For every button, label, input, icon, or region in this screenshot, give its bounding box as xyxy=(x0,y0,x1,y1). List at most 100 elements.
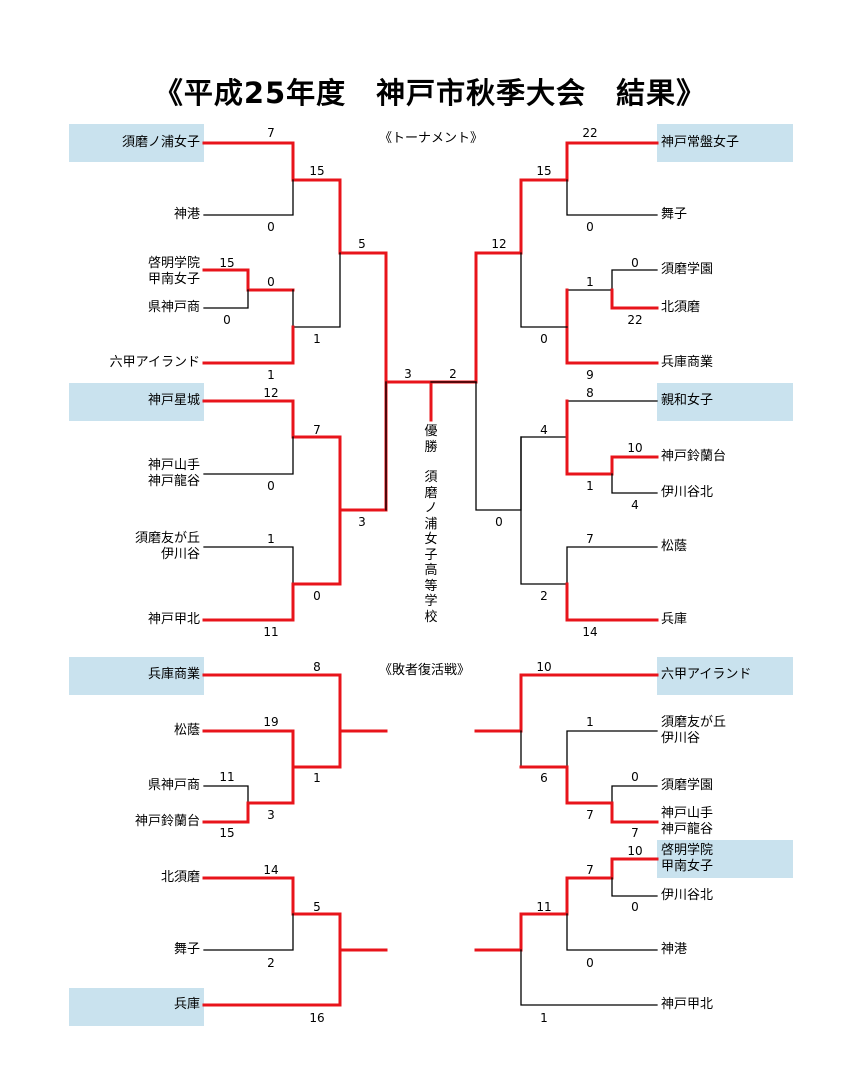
team-label: 神戸鈴蘭台 xyxy=(134,814,200,829)
team-label: 須磨学園 xyxy=(661,778,714,793)
highlight-box xyxy=(69,657,204,695)
score-label: 2 xyxy=(267,956,275,970)
bracket-line xyxy=(566,913,658,951)
bracket-line xyxy=(474,857,659,952)
score-label: 22 xyxy=(582,126,598,140)
team-label: 北須磨 xyxy=(661,300,701,315)
champion-team: 須 xyxy=(424,470,438,485)
score-label: 15 xyxy=(219,256,235,270)
team-label: 神戸山手神戸龍谷 xyxy=(147,458,200,489)
team-label: 県神戸商 xyxy=(147,300,200,315)
tournament-heading: 《トーナメント》 xyxy=(379,131,484,146)
score-label: 0 xyxy=(540,332,548,346)
bracket-line xyxy=(203,289,249,309)
bracket-line xyxy=(203,546,294,585)
score-label: 3 xyxy=(267,808,275,822)
score-label: 7 xyxy=(313,423,321,437)
consolation-heading: 《敗者復活戦》 xyxy=(379,663,471,678)
highlight-box xyxy=(657,657,793,695)
score-label: 0 xyxy=(631,770,639,784)
score-label: 7 xyxy=(631,826,639,840)
score-label: 0 xyxy=(267,220,275,234)
team-label: 六甲アイランド xyxy=(661,667,752,682)
bracket-line xyxy=(565,801,659,824)
score-label: 1 xyxy=(267,532,275,546)
score-label: 15 xyxy=(536,164,552,178)
page-title: 《平成25年度 神戸市秋季大会 結果》 xyxy=(153,76,707,110)
team-label: 神戸甲北 xyxy=(147,612,200,627)
bracket-line xyxy=(202,508,342,622)
bracket-line xyxy=(520,730,658,768)
score-label: 0 xyxy=(586,956,594,970)
bracket-line xyxy=(565,288,659,365)
bracket-line xyxy=(202,729,342,769)
score-label: 11 xyxy=(263,625,279,639)
highlight-box xyxy=(657,383,793,421)
score-label: 2 xyxy=(449,367,457,381)
score-label: 10 xyxy=(536,660,552,674)
team-label: 神戸山手神戸龍谷 xyxy=(661,806,714,837)
team-label: 神戸甲北 xyxy=(661,997,714,1012)
highlight-box xyxy=(657,840,793,878)
team-label: 舞子 xyxy=(173,942,200,957)
score-label: 1 xyxy=(313,771,321,785)
score-label: 1 xyxy=(540,1011,548,1025)
score-label: 0 xyxy=(267,275,275,289)
bracket-line xyxy=(474,673,659,733)
bracket-line xyxy=(565,582,659,622)
score-label: 0 xyxy=(313,589,321,603)
score-label: 10 xyxy=(627,441,643,455)
team-label: 六甲アイランド xyxy=(109,355,200,370)
score-label: 14 xyxy=(263,863,279,877)
bracket-line xyxy=(519,765,569,805)
score-label: 9 xyxy=(586,368,594,382)
score-label: 2 xyxy=(540,589,548,603)
score-label: 4 xyxy=(631,498,639,512)
score-label: 0 xyxy=(223,313,231,327)
team-label: 須磨学園 xyxy=(661,262,714,277)
team-label: 北須磨 xyxy=(160,870,200,885)
score-label: 14 xyxy=(582,625,598,639)
team-label: 兵庫商業 xyxy=(661,355,714,370)
team-label: 須磨友が丘伊川谷 xyxy=(661,715,727,746)
highlight-box xyxy=(69,988,204,1026)
bracket-line xyxy=(202,268,295,292)
bracket-line xyxy=(202,948,342,1007)
score-label: 0 xyxy=(586,220,594,234)
score-label: 15 xyxy=(309,164,325,178)
score-label: 0 xyxy=(631,900,639,914)
team-label: 兵庫 xyxy=(661,612,688,627)
bracket-line xyxy=(203,179,294,216)
team-label: 啓明学院甲南女子 xyxy=(147,256,200,287)
bracket-line xyxy=(202,673,388,733)
score-label: 8 xyxy=(586,386,594,400)
score-label: 1 xyxy=(586,715,594,729)
score-label: 1 xyxy=(586,275,594,289)
team-label: 神戸鈴蘭台 xyxy=(661,449,727,464)
bracket-line xyxy=(203,436,294,475)
team-label: 舞子 xyxy=(661,207,688,222)
bracket-line xyxy=(203,913,294,951)
team-label: 松蔭 xyxy=(173,723,200,738)
score-label: 3 xyxy=(358,515,366,529)
score-label: 1 xyxy=(267,368,275,382)
score-label: 16 xyxy=(309,1011,325,1025)
team-label: 伊川谷北 xyxy=(661,888,714,903)
team-label: 神戸星城 xyxy=(147,393,200,408)
bracket-line xyxy=(611,785,658,804)
score-label: 19 xyxy=(263,715,279,729)
team-label: 兵庫 xyxy=(173,997,200,1012)
score-label: 0 xyxy=(495,515,503,529)
bracket-line xyxy=(565,399,614,476)
team-label: 親和女子 xyxy=(661,393,714,408)
team-label: 神港 xyxy=(173,207,200,222)
score-label: 10 xyxy=(627,844,643,858)
score-label: 7 xyxy=(586,532,594,546)
score-label: 6 xyxy=(540,771,548,785)
team-label: 伊川谷北 xyxy=(661,485,714,500)
bracket-line xyxy=(475,381,522,511)
champion-heading: 優 xyxy=(424,424,438,439)
bracket-line xyxy=(566,179,658,216)
score-label: 0 xyxy=(267,479,275,493)
score-label: 7 xyxy=(586,808,594,822)
